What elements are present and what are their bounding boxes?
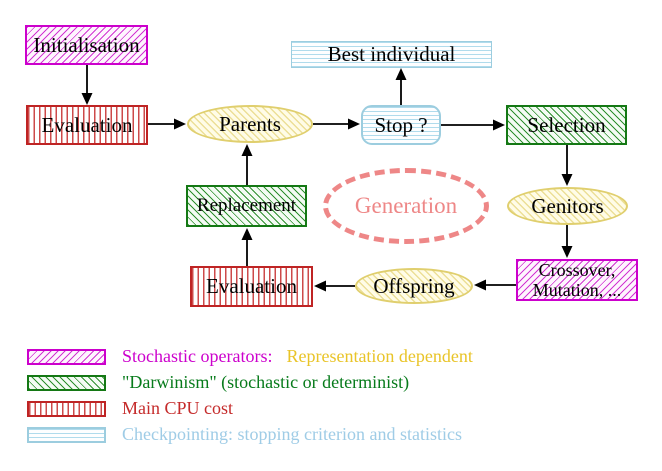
legend-swatch-checkpointing xyxy=(27,426,106,443)
node-initialisation: Initialisation xyxy=(25,25,148,65)
arrow-genitors-to-crossover xyxy=(561,225,573,258)
crossover-line1: Crossover, xyxy=(538,260,616,280)
node-replacement-label: Replacement xyxy=(196,195,297,217)
node-selection-label: Selection xyxy=(527,112,606,137)
node-evaluation-top-label: Evaluation xyxy=(41,112,133,137)
legend-swatch-stochastic-operators xyxy=(27,348,106,365)
node-selection: Selection xyxy=(506,105,627,145)
arrow-selection-to-genitors xyxy=(561,145,573,186)
arrow-stop-to-selection xyxy=(441,119,505,131)
node-stop: Stop ? xyxy=(361,105,441,145)
node-parents-label: Parents xyxy=(219,111,281,136)
node-initialisation-label: Initialisation xyxy=(33,32,140,57)
arrow-stop-to-best-individual xyxy=(395,68,407,105)
arrow-crossover-to-offspring xyxy=(474,279,516,291)
node-offspring: Offspring xyxy=(355,268,473,304)
node-best-individual-label: Best individual xyxy=(327,42,456,67)
legend-label-darwinism: "Darwinism" (stochastic or determinist) xyxy=(122,372,410,392)
legend-label-representation-dependent: Representation dependent xyxy=(286,346,473,366)
legend-label-main-cpu-cost: Main CPU cost xyxy=(122,398,234,418)
legend-label-checkpointing: Checkpointing: stopping criterion and st… xyxy=(122,424,462,444)
node-offspring-label: Offspring xyxy=(373,273,455,298)
node-best-individual: Best individual xyxy=(291,41,492,68)
arrow-parents-to-stop xyxy=(313,118,360,130)
node-parents: Parents xyxy=(187,105,313,143)
node-generation: Generation xyxy=(323,168,489,244)
node-replacement: Replacement xyxy=(186,185,307,227)
arrow-offspring-to-evaluation xyxy=(314,280,355,292)
node-evaluation-bottom-label: Evaluation xyxy=(206,274,297,299)
node-evaluation-bottom: Evaluation xyxy=(190,266,313,307)
node-genitors: Genitors xyxy=(507,187,628,225)
arrow-evaluation-to-replacement xyxy=(241,228,253,266)
node-evaluation-top: Evaluation xyxy=(26,105,148,145)
arrow-initialisation-to-evaluation xyxy=(81,65,93,105)
legend-row-checkpointing: Checkpointing: stopping criterion and st… xyxy=(27,424,462,445)
arrow-evaluation-to-parents xyxy=(148,118,186,130)
legend-row-darwinism: "Darwinism" (stochastic or determinist) xyxy=(27,372,409,393)
arrow-replacement-to-parents xyxy=(241,144,253,185)
legend-swatch-main-cpu-cost xyxy=(27,400,106,417)
crossover-line2: Mutation, ... xyxy=(532,280,622,300)
legend-label-stochastic-operators: Stochastic operators: xyxy=(122,346,273,366)
node-generation-label: Generation xyxy=(354,192,458,218)
node-genitors-label: Genitors xyxy=(531,193,604,218)
legend-swatch-darwinism xyxy=(27,374,106,391)
node-crossover-mutation: Crossover, Mutation, ... xyxy=(516,259,638,301)
legend-row-main-cpu-cost: Main CPU cost xyxy=(27,398,233,419)
node-stop-label: Stop ? xyxy=(374,112,428,137)
node-crossover-mutation-label: Crossover, Mutation, ... xyxy=(533,260,622,300)
legend-row-stochastic-operators: Stochastic operators: Representation dep… xyxy=(27,346,473,367)
